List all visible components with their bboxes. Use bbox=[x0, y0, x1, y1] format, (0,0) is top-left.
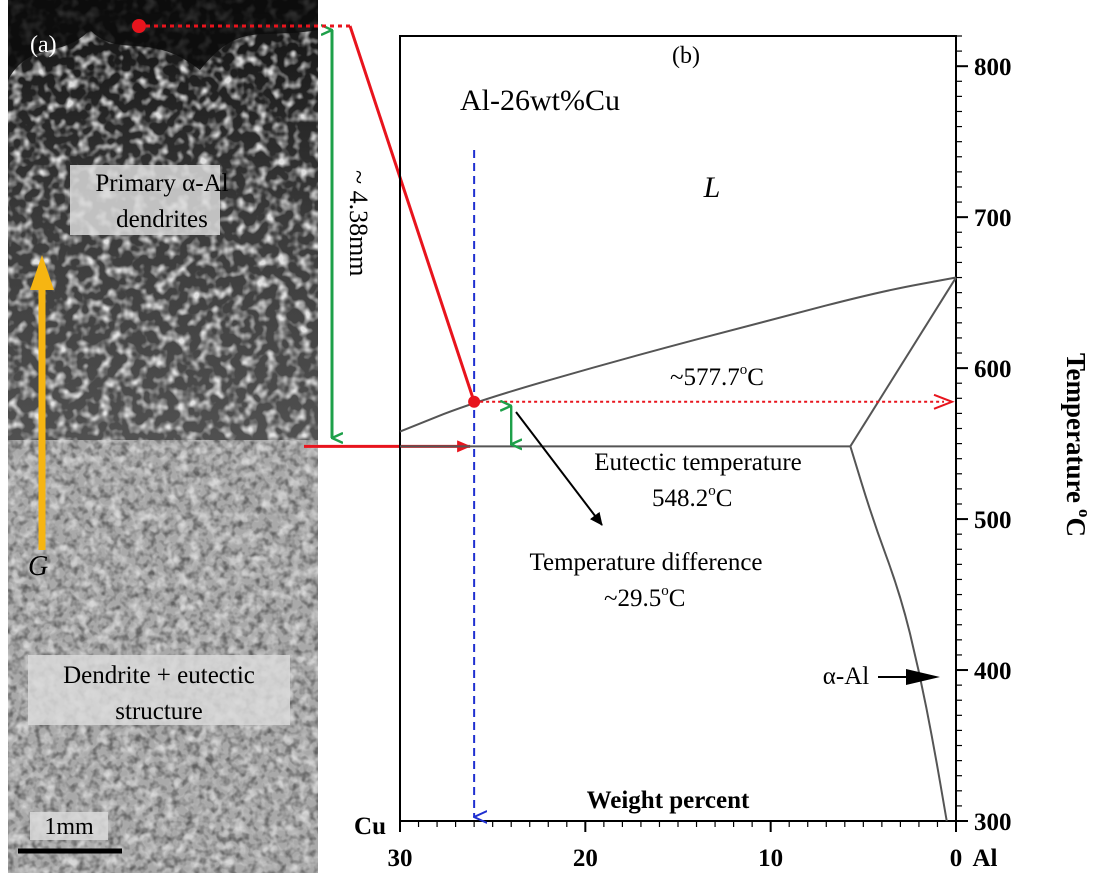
tip-point bbox=[132, 19, 146, 33]
x-left-element: Cu bbox=[354, 813, 386, 840]
eutectic-label-1: Eutectic temperature bbox=[594, 449, 802, 476]
y-tick-label: 500 bbox=[974, 507, 1012, 534]
x-tick-label: 10 bbox=[758, 845, 783, 872]
alpha-al-arrowhead bbox=[906, 669, 940, 685]
diagram-overlay bbox=[468, 150, 955, 817]
solvus-line bbox=[849, 446, 948, 822]
alpha-al-label: α-Al bbox=[823, 663, 869, 690]
upper-region-label-2: dendrites bbox=[116, 206, 208, 233]
upper-region-label-1: Primary α-Al bbox=[95, 170, 228, 197]
micrograph-panel: (a) Primary α-Al dendrites Dendrite + eu… bbox=[0, 0, 318, 873]
y-tick-label: 400 bbox=[974, 658, 1012, 685]
lower-region-label-1: Dendrite + eutectic bbox=[63, 662, 255, 689]
height-annotation: ~ 4.38mm bbox=[344, 170, 373, 277]
scale-bar-box bbox=[30, 812, 108, 840]
liquidus-point bbox=[468, 395, 481, 408]
eutectic-label-2: 548.2oC bbox=[652, 483, 732, 512]
solidus-line bbox=[849, 277, 957, 447]
lower-label-box bbox=[28, 655, 290, 725]
y-tick-label: 300 bbox=[974, 809, 1012, 836]
upper-label-box bbox=[70, 165, 220, 235]
lower-region-label-2: structure bbox=[115, 698, 202, 725]
isotherm-arrowhead bbox=[933, 393, 955, 410]
scale-bar-label: 1mm bbox=[44, 814, 94, 840]
liquid-phase-label: L bbox=[703, 171, 721, 204]
difference-label-2: ~29.5oC bbox=[604, 583, 685, 612]
phase-lines bbox=[399, 276, 957, 822]
panel-b-label: (b) bbox=[672, 43, 700, 69]
x-tick-label: 30 bbox=[388, 845, 413, 872]
y-axis-title: TemperatureoC bbox=[1061, 353, 1094, 537]
y-tick-label: 700 bbox=[974, 205, 1012, 232]
phase-diagram: 30 20 10 0 300 400 500 600 700 800 (b) Al-26wt%C… bbox=[354, 35, 1094, 872]
liquidus-line bbox=[399, 276, 957, 433]
alloy-label: Al-26wt%Cu bbox=[460, 84, 620, 117]
tip-connector-line bbox=[348, 25, 476, 403]
plot-frame bbox=[399, 35, 957, 822]
gradient-label: G bbox=[28, 551, 48, 582]
y-tick-label: 600 bbox=[974, 356, 1012, 383]
panel-a-label: (a) bbox=[30, 32, 57, 58]
x-right-element: Al bbox=[973, 845, 998, 872]
difference-label-1: Temperature difference bbox=[529, 549, 762, 576]
x-axis-ticks: 30 20 10 0 bbox=[388, 821, 963, 872]
y-tick-label: 800 bbox=[974, 54, 1012, 81]
difference-pointer bbox=[515, 411, 603, 526]
x-axis-title: Weight percent bbox=[587, 787, 750, 814]
y-axis-ticks: 300 400 500 600 700 800 bbox=[956, 35, 1012, 836]
liquidus-point-label: ~577.7oC bbox=[670, 362, 764, 391]
x-tick-label: 20 bbox=[573, 845, 598, 872]
gradient-arrow-head bbox=[30, 255, 54, 290]
x-tick-label: 0 bbox=[950, 845, 963, 872]
annotations: ~ 4.38mm bbox=[132, 19, 476, 453]
